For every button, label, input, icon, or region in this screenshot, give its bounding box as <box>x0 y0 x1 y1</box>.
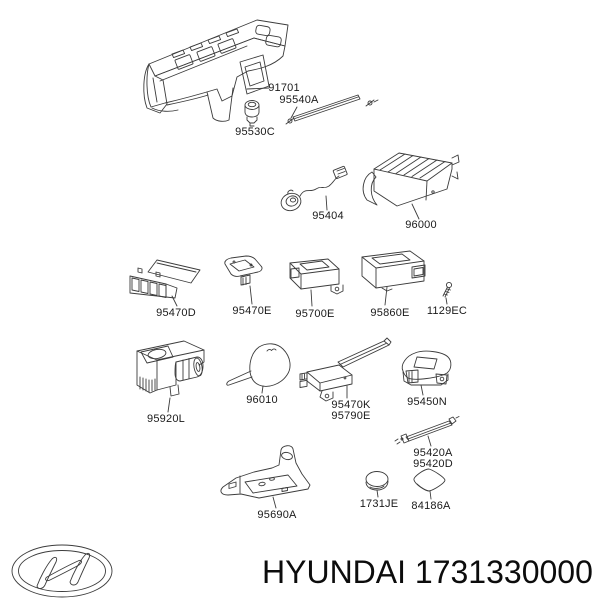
part-drawing-95920L <box>136 340 205 413</box>
part-drawing-95470D <box>129 259 201 307</box>
part-drawing-1129EC <box>442 281 453 305</box>
part-drawing-95690A <box>220 445 311 509</box>
hyundai-logo <box>11 544 113 598</box>
part-label-96000: 96000 <box>405 219 437 231</box>
part-label-95920L: 95920L <box>147 413 185 425</box>
part-label-95530C: 95530C <box>235 126 275 138</box>
part-label-1129EC: 1129EC <box>426 305 468 317</box>
part-label-95700E: 95700E <box>295 308 335 320</box>
part-label-95420A: 95420A <box>413 447 453 459</box>
part-drawing-95860E <box>361 250 426 306</box>
part-drawing-95530C <box>244 100 260 127</box>
part-drawing-96010 <box>226 343 291 394</box>
part-drawing-96000 <box>362 152 460 220</box>
product-title: HYUNDAI 1731330000 <box>262 554 593 590</box>
part-drawing-95470E <box>224 255 263 305</box>
part-label-95470K: 95470K <box>331 399 371 411</box>
part-label-91701: 91701 <box>268 82 300 94</box>
part-drawing-95420A <box>394 416 460 447</box>
part-label-95690A: 95690A <box>257 509 297 521</box>
part-label-95860E: 95860E <box>370 307 410 319</box>
part-drawing-95450N <box>401 350 452 396</box>
part-label-1731JE: 1731JE <box>359 498 399 510</box>
part-label-95470D: 95470D <box>156 307 196 319</box>
part-drawing-84186A <box>413 468 446 500</box>
part-label-95790E: 95790E <box>331 410 371 422</box>
part-drawing-95540A <box>285 94 379 125</box>
part-label-95404: 95404 <box>312 210 344 222</box>
part-label-95470E: 95470E <box>232 305 272 317</box>
part-label-95420D: 95420D <box>413 458 453 470</box>
dashboard-drawing <box>143 19 289 122</box>
part-label-84186A: 84186A <box>411 500 451 512</box>
part-drawing-95404 <box>280 165 348 212</box>
part-drawing-95700E <box>289 258 344 307</box>
part-drawing-1731JE <box>365 471 389 498</box>
part-label-95450N: 95450N <box>407 396 447 408</box>
part-drawing-95470K <box>299 337 392 402</box>
part-label-95540A: 95540A <box>279 94 319 106</box>
part-label-96010: 96010 <box>246 394 278 406</box>
